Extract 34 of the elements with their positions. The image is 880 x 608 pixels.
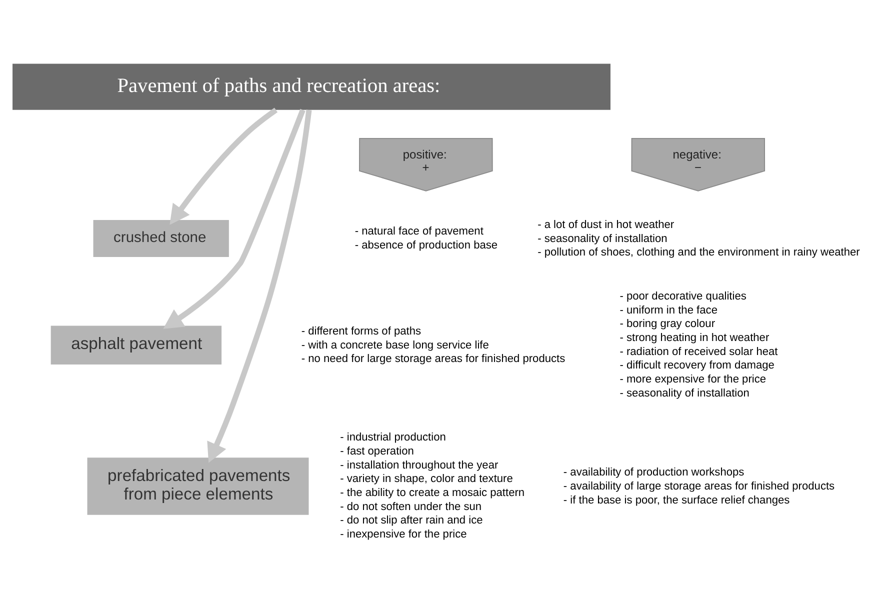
label: - availability of large storage areas for finished products (563, 480, 835, 492)
label: - uniform in the face (620, 304, 718, 316)
label: - with a concrete base long service life (301, 338, 489, 351)
label: - availability of production workshops (563, 466, 744, 478)
label: - different forms of paths (301, 325, 422, 338)
label: - strong heating in hot weather (620, 332, 770, 344)
label: - absence of production base (354, 238, 498, 251)
label: - installation throughout the year (340, 458, 498, 471)
arrow (207, 109, 312, 462)
label: - no need for large storage areas for finished products (301, 352, 566, 365)
label: - inexpensive for the price (340, 528, 467, 540)
node-box: crushed stone (93, 220, 229, 256)
label: - radiation of received solar heat (620, 345, 778, 358)
label: - boring gray colour (620, 318, 716, 330)
label: - industrial production (340, 431, 446, 444)
arrow (170, 107, 278, 224)
label: - more expensive for the price (620, 373, 766, 386)
label: - a lot of dust in hot weather (538, 218, 674, 230)
label: - variety in shape, color and texture (340, 472, 513, 485)
node-box: prefabricated pavements from piece elements (87, 457, 309, 514)
label: - do not slip after rain and ice (340, 514, 483, 526)
label: - seasonality of installation (538, 232, 668, 244)
label: - fast operation (340, 445, 414, 458)
node-box: Pavement of paths and recreation areas: (12, 63, 610, 110)
label: - pollution of shoes, clothing and the environment in rainy weather (538, 246, 860, 258)
label: - the ability to create a mosaic pattern (340, 486, 525, 499)
label: - do not soften under the sun (340, 500, 482, 512)
label: - natural face of pavement (354, 224, 484, 237)
node-box: asphalt pavement (50, 325, 222, 364)
arrow (163, 108, 306, 328)
label: - if the base is poor, the surface relief changes (563, 494, 790, 506)
label: - seasonality of installation (620, 386, 750, 399)
label: - difficult recovery from damage (620, 359, 774, 372)
label: - poor decorative qualities (620, 290, 746, 302)
